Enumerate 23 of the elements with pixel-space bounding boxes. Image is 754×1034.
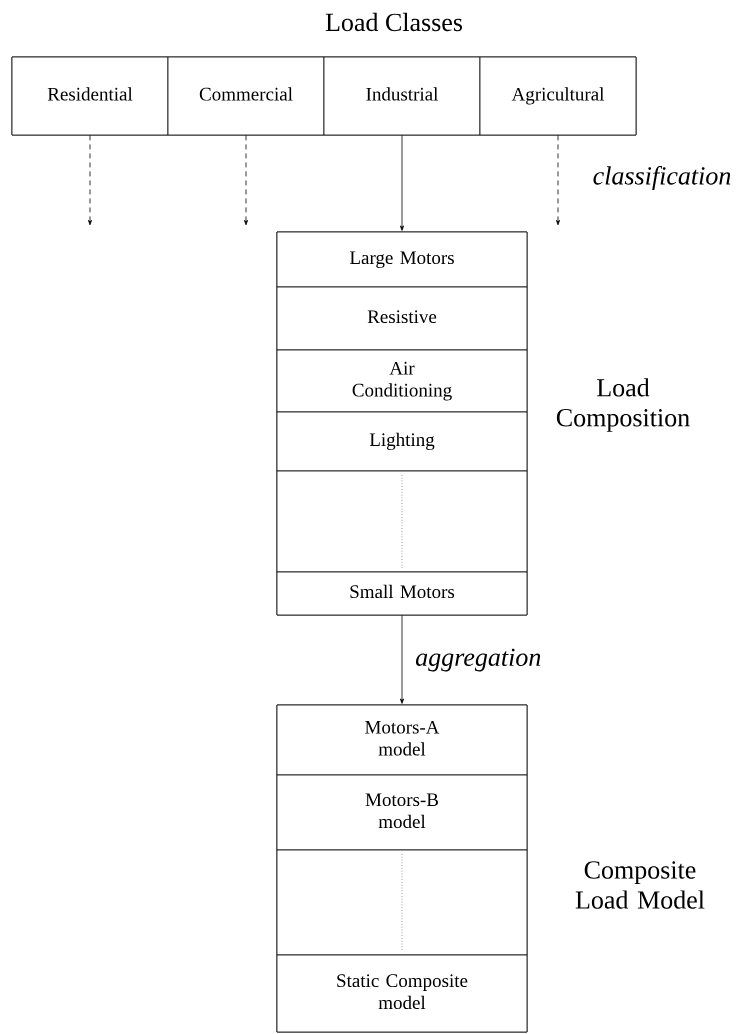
side-label: Composite Load Model [575, 861, 705, 909]
arrow [400, 615, 404, 704]
cell: Industrial [323, 56, 481, 136]
cell: Agricultural [479, 56, 637, 136]
empty-cell [276, 849, 528, 956]
cell: Lighting [276, 411, 528, 472]
cell: Small Motors [276, 571, 528, 616]
arrow [556, 135, 560, 226]
arrow [244, 135, 248, 226]
cell: Residential [11, 56, 169, 136]
cell: Commercial [167, 56, 325, 136]
arrow [88, 135, 92, 226]
cell: Motors-B model [276, 774, 528, 851]
step-label: classification [593, 166, 731, 190]
heading: Load Classes [325, 12, 463, 32]
side-label: Load Composition [556, 378, 690, 432]
arrow [400, 135, 404, 231]
cell: Motors-A model [276, 704, 528, 776]
edge-label: aggregation [414, 647, 543, 673]
cell: Static Composite model [276, 954, 528, 1033]
cell: Resistive [276, 286, 528, 351]
cell: Air Conditioning [276, 349, 528, 413]
cell: Large Motors [276, 231, 528, 288]
